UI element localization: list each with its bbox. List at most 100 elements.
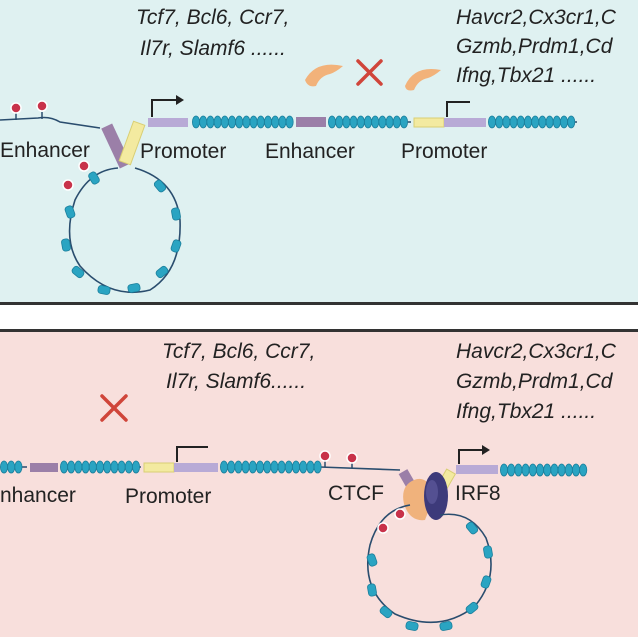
divider-bottom xyxy=(0,329,638,332)
nucleosome xyxy=(81,460,90,474)
bottom-genes-left-line-2: Il7r, Slamf6...... xyxy=(166,370,306,393)
nucleosome xyxy=(557,463,566,477)
loop-nucleosome xyxy=(367,583,377,597)
loop-nucleosome xyxy=(71,265,85,279)
bottom-dna-mid xyxy=(319,466,401,471)
bottom-label-ctcf: CTCF xyxy=(328,482,384,505)
nucleosome xyxy=(199,115,208,129)
bottom-panel: Tcf7, Bcl6, Ccr7, Il7r, Slamf6...... Hav… xyxy=(0,340,617,631)
top-panel-background xyxy=(0,0,638,302)
nucleosome xyxy=(213,115,222,129)
bottom-promoter-right-bar xyxy=(456,465,498,474)
nucleosome xyxy=(349,115,358,129)
nucleosome xyxy=(74,460,83,474)
nucleosome xyxy=(235,115,244,129)
nucleosome xyxy=(124,460,133,474)
nucleosome xyxy=(88,460,97,474)
top-genes-right-line-1: Havcr2,Cx3cr1,C xyxy=(456,6,617,29)
nucleosome xyxy=(371,115,380,129)
loop-nucleosome xyxy=(405,621,419,631)
loop-nucleosome xyxy=(153,179,167,193)
nucleosome xyxy=(487,115,496,129)
nucleosome xyxy=(514,463,523,477)
loop-nucleosome xyxy=(155,265,169,279)
top-genes-right-line-3: Ifng,Tbx21 ...... xyxy=(456,64,596,87)
nucleosome xyxy=(7,460,16,474)
nucleosome xyxy=(227,460,236,474)
nucleosome xyxy=(131,460,140,474)
top-factor-left-icon xyxy=(305,64,343,87)
nucleosome xyxy=(378,115,387,129)
top-blocked-cross-icon xyxy=(356,59,383,86)
bottom-chromatin-loop xyxy=(367,504,492,624)
nucleosome xyxy=(60,460,69,474)
ctcf-protein-icon xyxy=(403,478,431,521)
nucleosome xyxy=(278,115,287,129)
top-promoter-right-bar xyxy=(444,118,486,127)
nucleosome xyxy=(536,463,545,477)
nucleosome xyxy=(499,463,508,477)
nucleosome xyxy=(263,115,272,129)
loop-nucleosome xyxy=(483,545,493,559)
loop-nucleosome xyxy=(171,207,181,221)
divider-top xyxy=(0,302,638,305)
nucleosome xyxy=(219,460,228,474)
loop-nucleosome xyxy=(480,575,492,589)
nucleosome xyxy=(538,115,547,129)
loop-nucleosome xyxy=(465,521,479,535)
top-genes-left-line-1: Tcf7, Bcl6, Ccr7, xyxy=(136,6,289,29)
loop-nucleosome xyxy=(64,205,76,219)
top-tss-right-icon xyxy=(446,101,470,117)
nucleosome xyxy=(220,115,229,129)
top-label-promoter-loop: Promoter xyxy=(140,140,226,163)
nucleosome xyxy=(256,115,265,129)
nucleosome xyxy=(299,460,308,474)
nucleosome xyxy=(248,460,257,474)
top-genes-left-line-2: Il7r, Slamf6 ...... xyxy=(140,37,286,60)
nucleosome xyxy=(313,460,322,474)
nucleosome xyxy=(560,115,569,129)
nucleosome xyxy=(191,115,200,129)
nucleosome xyxy=(270,460,279,474)
bottom-blocked-cross-icon xyxy=(100,394,128,422)
bottom-label-promoter: Promoter xyxy=(125,485,211,508)
nucleosome xyxy=(327,115,336,129)
nucleosome xyxy=(284,460,293,474)
bottom-label-enhancer: nhancer xyxy=(0,484,76,507)
bottom-promoter-left-bar xyxy=(174,463,218,472)
nucleosome xyxy=(241,460,250,474)
top-nucleosomes-c xyxy=(487,115,577,129)
panel-gap xyxy=(0,305,638,329)
loop-nucleosome xyxy=(127,283,141,293)
nucleosome xyxy=(564,463,573,477)
top-nucleosomes-b xyxy=(327,115,411,129)
loop-nucleosome xyxy=(366,553,378,567)
nucleosome xyxy=(117,460,126,474)
loop-nucleosome xyxy=(97,285,111,295)
nucleosome xyxy=(545,115,554,129)
nucleosome xyxy=(579,463,588,477)
bottom-genes-right-line-1: Havcr2,Cx3cr1,C xyxy=(456,340,617,363)
nucleosome xyxy=(524,115,533,129)
nucleosome xyxy=(552,115,561,129)
top-factor-right-icon xyxy=(405,69,441,91)
nucleosome xyxy=(291,460,300,474)
top-tss-arrow-icon xyxy=(151,99,176,117)
nucleosome xyxy=(495,115,504,129)
nucleosome xyxy=(263,460,272,474)
nucleosome xyxy=(528,463,537,477)
top-enhancer-mid-box xyxy=(296,117,326,127)
nucleosome xyxy=(242,115,251,129)
nucleosome xyxy=(285,115,294,129)
top-promoter-loop-box xyxy=(118,120,146,166)
nucleosome xyxy=(516,115,525,129)
nucleosome xyxy=(572,463,581,477)
loop-nucleosome xyxy=(465,601,479,615)
nucleosome xyxy=(531,115,540,129)
nucleosome xyxy=(110,460,119,474)
bottom-loop-nucleosomes xyxy=(366,521,493,631)
nucleosome xyxy=(356,115,365,129)
nucleosome xyxy=(103,460,112,474)
top-dna-left xyxy=(0,116,101,129)
